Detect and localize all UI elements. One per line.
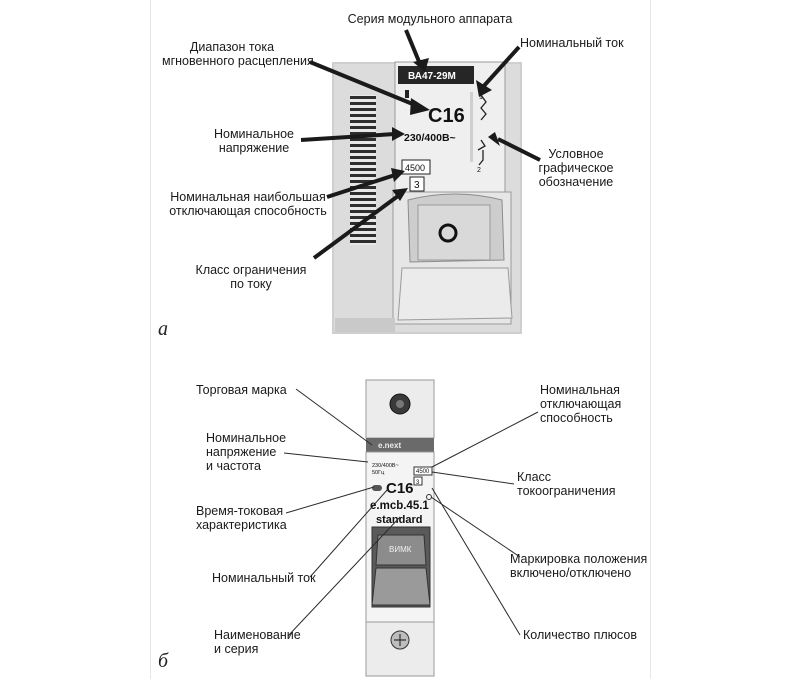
label-b-limit-class-line2: токоограничения: [517, 484, 616, 498]
label-b-breaking-capacity-line3: способность: [540, 411, 613, 425]
label-b-curve-line2: характеристика: [196, 518, 287, 532]
label-a-graphic-symbol-line1: Условное: [548, 147, 604, 161]
label-b-name-series-line2: и серия: [214, 642, 259, 656]
device-b-brand: e.next: [378, 441, 401, 450]
label-a-breaking-capacity-line2: отключающая способность: [169, 204, 327, 218]
device-a-voltage: 230/400В~: [404, 132, 456, 144]
label-a-rated-current: Номинальный ток: [520, 36, 624, 50]
label-a-instant-range-line1: Диапазон тока: [189, 40, 275, 54]
label-b-name-series: Наименование и серия: [214, 628, 301, 656]
graphic-symbol-glyph: [477, 94, 487, 166]
label-b-on-off: Маркировка положения включено/отключено: [510, 552, 647, 580]
device-b-name: e.mcb.45.1: [370, 500, 429, 512]
device-a-class: 3: [414, 180, 420, 191]
label-b-breaking-capacity-line2: отключающая: [540, 397, 622, 411]
device-b-current: С16: [386, 480, 414, 497]
label-b-curve-line1: Время-токовая: [196, 504, 284, 518]
arrows-a: [300, 29, 541, 260]
breaker-a: [332, 61, 522, 334]
device-b-breaking: 4500: [416, 469, 430, 475]
label-a-limit-class-line1: Класс ограничения: [195, 263, 307, 277]
label-a-limit-class: Класс ограничения по току: [186, 263, 316, 291]
left-frame-line: [150, 0, 151, 679]
brand-strip: [366, 438, 434, 452]
label-a-limit-class-line2: по току: [230, 277, 272, 291]
device-a-breaking: 4500: [405, 163, 425, 173]
label-b-breaking-capacity-line1: Номинальная: [540, 383, 620, 397]
device-a-current: С16: [428, 105, 465, 127]
label-a-series: Серия модульного аппарата: [347, 12, 513, 26]
label-b-on-off-line1: Маркировка положения: [510, 552, 648, 566]
label-b-limit-class-line1: Класс: [517, 470, 552, 484]
label-a-breaking-capacity-line1: Номинальная наибольшая: [170, 190, 326, 204]
label-b-rated-voltage-freq: Номинальное напряжение и частота: [206, 431, 286, 473]
device-a-terminal-2: 2: [477, 167, 481, 174]
label-b-rated-current: Номинальный ток: [212, 571, 316, 585]
right-frame-line: [650, 0, 651, 679]
label-a-instant-range-line2: мгновенного расцепления: [162, 54, 314, 68]
model-plate: [398, 66, 474, 84]
device-b-voltage-1: 230/400В~: [372, 463, 399, 469]
label-b-curve: Время-токовая характеристика: [196, 504, 287, 532]
device-b-handle-text: ВИМК: [389, 545, 412, 554]
device-b-voltage-2: 50Гц: [372, 470, 385, 476]
label-a-rated-voltage-line1: Номинальное: [213, 127, 295, 141]
label-b-rated-voltage-freq-line1: Номинальное: [206, 431, 287, 445]
breaker-b: [365, 379, 435, 677]
device-a-terminal-1: 1: [479, 94, 483, 101]
label-a-graphic-symbol: Условное графическое обозначение: [530, 147, 622, 189]
handle-indicator: [438, 223, 458, 243]
label-b-rated-voltage-freq-line3: и частота: [206, 459, 261, 473]
label-b-breaking-capacity: Номинальная отключающая способность: [540, 383, 621, 425]
device-b-series: standard: [376, 514, 422, 526]
label-a-graphic-symbol-line3: обозначение: [538, 175, 614, 189]
handle-lower: [371, 567, 431, 606]
label-a-breaking-capacity: Номинальная наибольшая отключающая спосо…: [168, 190, 328, 218]
label-b-name-series-line1: Наименование: [214, 628, 301, 642]
leader-lines-b: [283, 388, 539, 637]
label-b-rated-voltage-freq-line2: напряжение: [206, 445, 277, 459]
label-a-rated-voltage-line2: напряжение: [218, 141, 290, 155]
device-b-class: 3: [416, 480, 420, 486]
figure-b-letter: б: [158, 650, 169, 672]
toggle-lever: [397, 267, 513, 321]
label-a-instant-range: Диапазон тока мгновенного расцепления: [162, 40, 314, 68]
label-b-trademark: Торговая марка: [196, 383, 287, 397]
figure-a-letter: а: [158, 318, 168, 340]
label-b-poles: Количество плюсов: [523, 628, 638, 642]
handle-upper: [375, 534, 427, 566]
label-a-graphic-symbol-line2: графическое: [538, 161, 614, 175]
device-a-model: ВА47-29М: [408, 71, 456, 82]
label-b-on-off-line2: включено/отключено: [510, 566, 632, 580]
label-b-limit-class: Класс токоограничения: [517, 470, 616, 498]
label-a-rated-voltage: Номинальное напряжение: [204, 127, 304, 155]
